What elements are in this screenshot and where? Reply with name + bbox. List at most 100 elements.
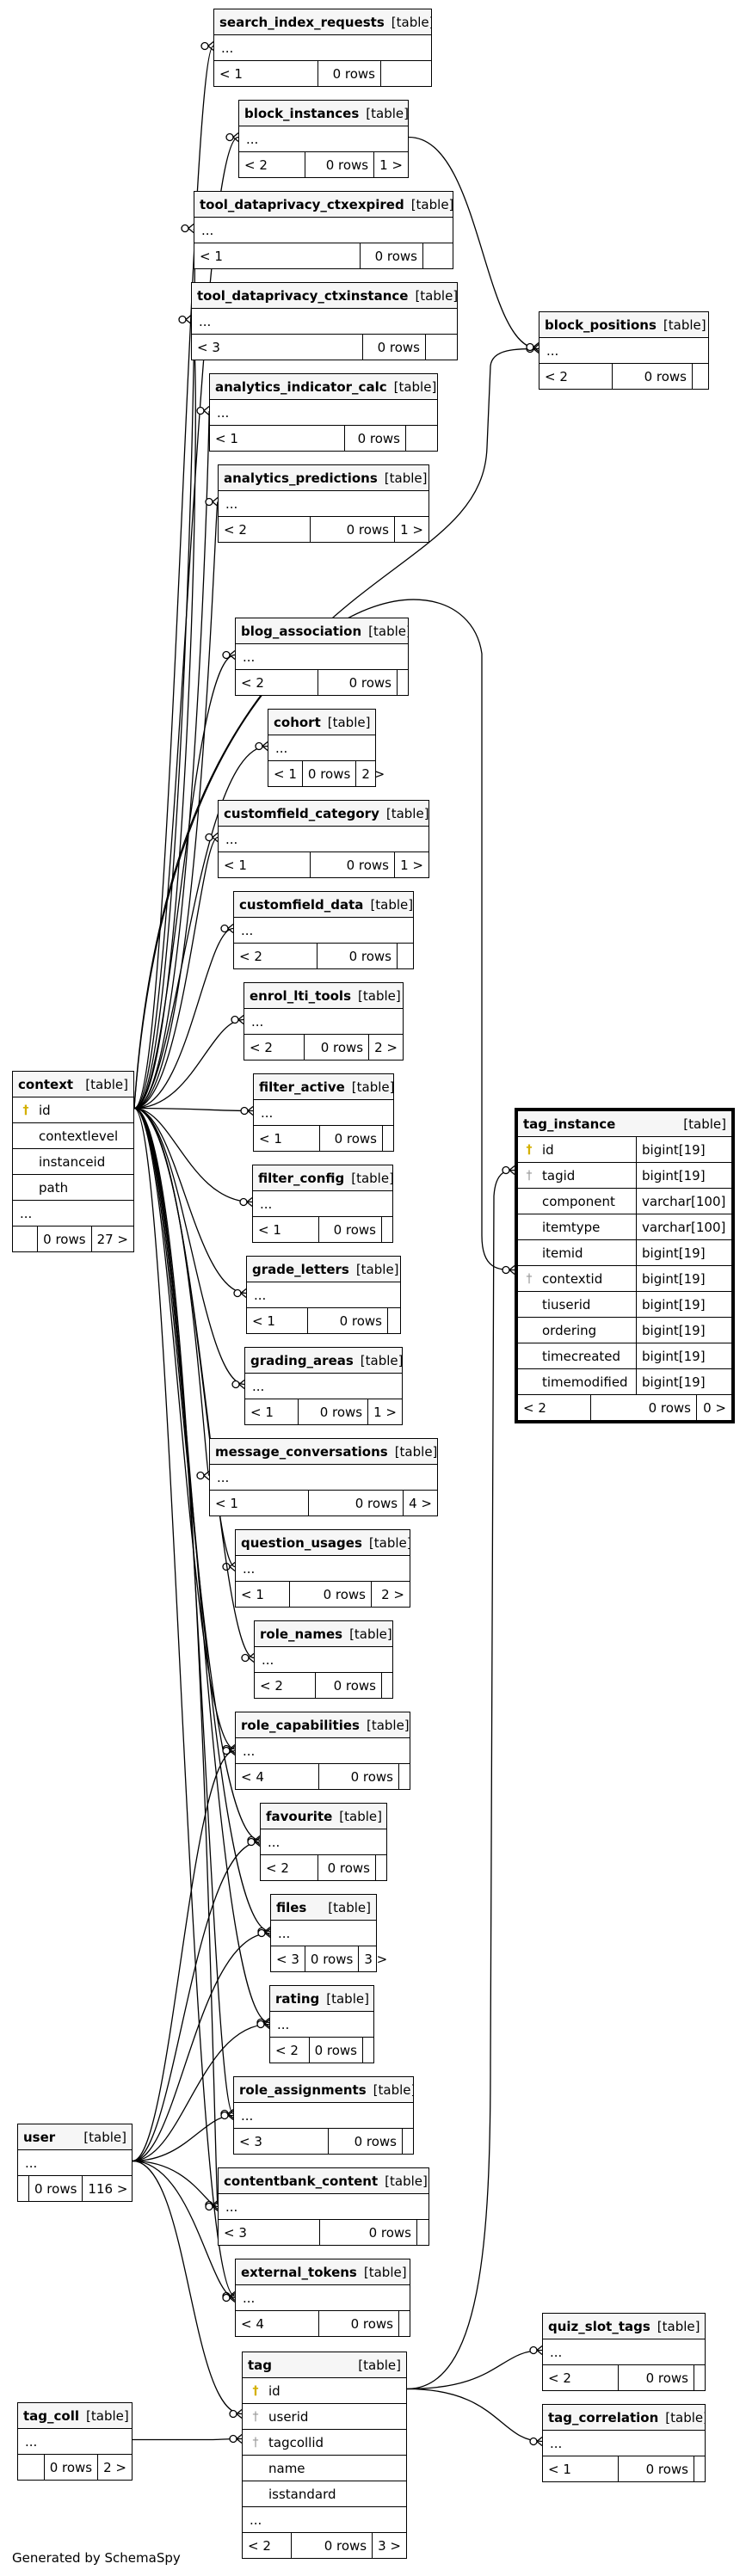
prev-relations[interactable]: < 2	[266, 1860, 289, 1876]
next-relations[interactable]: 1 >	[367, 1399, 402, 1424]
next-relations[interactable]	[397, 944, 413, 968]
prev-relations[interactable]: < 2	[548, 2370, 571, 2386]
prev-relations[interactable]: < 2	[239, 948, 262, 964]
table-name[interactable]: tag	[248, 2357, 273, 2373]
next-relations[interactable]	[402, 2129, 413, 2154]
column-row[interactable]: name	[243, 2456, 406, 2481]
prev-relations[interactable]	[18, 2455, 44, 2480]
prev-relations[interactable]: < 1	[219, 65, 243, 82]
table-name[interactable]: customfield_data	[239, 896, 364, 913]
next-relations[interactable]	[405, 426, 437, 451]
table-name[interactable]: role_capabilities	[241, 1717, 360, 1733]
next-relations[interactable]: 116 >	[82, 2176, 133, 2201]
table-name[interactable]: customfield_category	[224, 805, 379, 821]
column-row[interactable]: †id	[13, 1097, 133, 1123]
prev-relations[interactable]: < 4	[241, 2315, 264, 2332]
table-name[interactable]: search_index_requests	[219, 14, 385, 30]
next-relations[interactable]	[387, 1308, 400, 1333]
next-relations[interactable]	[692, 364, 708, 389]
prev-relations[interactable]: < 3	[276, 1951, 299, 1967]
prev-relations[interactable]: < 1	[274, 765, 297, 782]
table-name[interactable]: external_tokens	[241, 2264, 357, 2280]
prev-relations[interactable]: < 1	[258, 1221, 281, 1238]
prev-relations[interactable]: < 1	[241, 1586, 264, 1602]
next-relations[interactable]: 27 >	[90, 1227, 133, 1251]
table-name[interactable]: tag_coll	[23, 2407, 80, 2424]
next-relations[interactable]: 1 >	[394, 852, 428, 877]
table-name[interactable]: role_assignments	[239, 2081, 367, 2098]
table-name[interactable]: files	[276, 1899, 307, 1915]
column-row[interactable]: †tagcollid	[243, 2430, 406, 2456]
column-row[interactable]: contextlevel	[13, 1123, 133, 1149]
table-name[interactable]: block_positions	[545, 317, 657, 333]
table-name[interactable]: context	[18, 1076, 74, 1092]
next-relations[interactable]: 1 >	[373, 152, 408, 177]
next-relations[interactable]: 3 >	[358, 1946, 392, 1971]
prev-relations[interactable]: < 4	[241, 1768, 264, 1785]
prev-relations[interactable]: < 3	[224, 2224, 247, 2241]
column-row[interactable]: isstandard	[243, 2481, 406, 2507]
table-name[interactable]: contentbank_content	[224, 2173, 379, 2189]
table-name[interactable]: filter_active	[259, 1079, 345, 1095]
prev-relations[interactable]: < 1	[215, 1495, 238, 1511]
prev-relations[interactable]: < 1	[259, 1130, 282, 1147]
prev-relations[interactable]: < 2	[260, 1677, 283, 1694]
next-relations[interactable]: 2 >	[371, 1582, 410, 1607]
next-relations[interactable]	[397, 670, 408, 695]
column-row[interactable]: †id	[243, 2378, 406, 2404]
table-name[interactable]: grade_letters	[252, 1261, 349, 1277]
table-tool-dataprivacy-ctxinstance[interactable]: tool_dataprivacy_ctxinstance[table]...< …	[191, 282, 458, 360]
next-relations[interactable]	[382, 1126, 393, 1151]
table-name[interactable]: message_conversations	[215, 1443, 388, 1460]
next-relations[interactable]: 0 >	[696, 1395, 731, 1420]
prev-relations[interactable]: < 1	[250, 1404, 274, 1420]
next-relations[interactable]	[398, 1764, 410, 1789]
next-relations[interactable]: 1 >	[394, 517, 428, 542]
prev-relations[interactable]	[18, 2176, 28, 2201]
prev-relations[interactable]: < 2	[250, 1039, 273, 1055]
next-relations[interactable]	[694, 2365, 705, 2390]
next-relations[interactable]	[375, 1855, 386, 1880]
prev-relations[interactable]: < 2	[224, 521, 247, 538]
next-relations[interactable]	[422, 243, 453, 268]
table-name[interactable]: tool_dataprivacy_ctxexpired	[200, 196, 404, 212]
next-relations[interactable]	[425, 335, 457, 360]
table-name[interactable]: cohort	[274, 714, 321, 730]
next-relations[interactable]: 3 >	[372, 2533, 406, 2558]
next-relations[interactable]: 2 >	[355, 761, 390, 786]
prev-relations[interactable]: < 1	[224, 857, 247, 873]
next-relations[interactable]	[381, 1673, 392, 1698]
prev-relations[interactable]: < 1	[215, 430, 238, 446]
